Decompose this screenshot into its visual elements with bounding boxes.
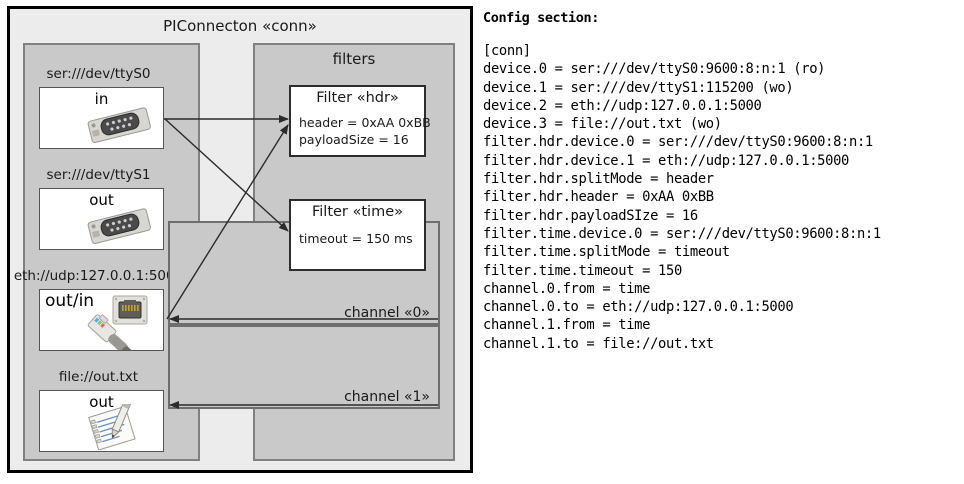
filter-hdr-prop-payloadsize: payloadSize = 16	[299, 132, 409, 147]
diagram-title: PIConnecton «conn»	[163, 17, 317, 35]
text-file-icon	[88, 404, 136, 450]
serial-port-icon	[87, 208, 151, 245]
config-line: device.1 = ser:///dev/ttyS1:115200 (wo)	[483, 79, 794, 96]
config-line: filter.time.timeout = 150	[483, 262, 682, 279]
config-heading: Config section:	[483, 10, 599, 26]
config-line: filter.hdr.splitMode = header	[483, 171, 714, 188]
device-box-ttys0[interactable]: in	[39, 87, 164, 149]
device-label-file: file://out.txt	[58, 369, 139, 385]
config-line: device.0 = ser:///dev/ttyS0:9600:8:n:1 (…	[483, 61, 826, 78]
filter-hdr-title: Filter «hdr»	[316, 90, 399, 106]
config-line: channel.1.to = file://out.txt	[483, 335, 714, 352]
filter-time-box[interactable]: Filter «time» timeout = 150 ms	[289, 199, 426, 271]
device-label-eth: eth://udp:127.0.0.1:5000	[13, 268, 184, 284]
device-box-eth[interactable]: out/in	[39, 289, 164, 351]
device-box-ttys1[interactable]: out	[39, 188, 164, 250]
config-line: filter.hdr.header = 0xAA 0xBB	[483, 189, 714, 206]
device-box-file[interactable]: out	[39, 390, 164, 452]
config-section: Config section: [conn] device.0 = ser:///…	[483, 6, 961, 353]
network-jack-icon	[87, 295, 148, 350]
config-line: channel.0.to = eth://udp:127.0.0.1:5000	[483, 299, 794, 316]
config-line: device.2 = eth://udp:127.0.0.1:5000	[483, 97, 762, 114]
config-line: filter.hdr.device.0 = ser:///dev/ttyS0:9…	[483, 134, 873, 151]
config-line: [conn]	[483, 43, 531, 59]
device-label-ttys1: ser:///dev/ttyS1	[46, 167, 151, 183]
config-line: channel.1.from = time	[483, 317, 651, 334]
channel-1-box[interactable]: channel «1»	[168, 325, 440, 409]
filter-time-title: Filter «time»	[311, 204, 404, 220]
filter-time-prop-timeout: timeout = 150 ms	[299, 231, 413, 246]
config-line: filter.hdr.device.1 = eth://udp:127.0.0.…	[483, 152, 849, 169]
config-line: filter.time.splitMode = timeout	[483, 244, 730, 261]
config-line: filter.time.device.0 = ser:///dev/ttyS0:…	[483, 225, 881, 242]
filter-hdr-prop-header: header = 0xAA 0xBB	[299, 115, 431, 130]
config-line: device.3 = file://out.txt (wo)	[483, 116, 722, 133]
serial-port-icon	[87, 107, 151, 144]
config-line: channel.0.from = time	[483, 280, 651, 297]
connector-diagram: PIConnecton «conn» ser:///dev/ttyS0 in	[7, 6, 473, 473]
channel-0-label: channel «0»	[344, 305, 430, 321]
filter-hdr-box[interactable]: Filter «hdr» header = 0xAA 0xBB payloadS…	[289, 85, 431, 157]
device-label-ttys0: ser:///dev/ttyS0	[46, 66, 151, 82]
filters-group-title: filters	[332, 50, 376, 68]
config-line: filter.hdr.payloadSIze = 16	[483, 207, 698, 224]
channel-1-label: channel «1»	[344, 389, 430, 405]
config-lines: [conn] device.0 = ser:///dev/ttyS0:9600:8…	[483, 42, 961, 353]
